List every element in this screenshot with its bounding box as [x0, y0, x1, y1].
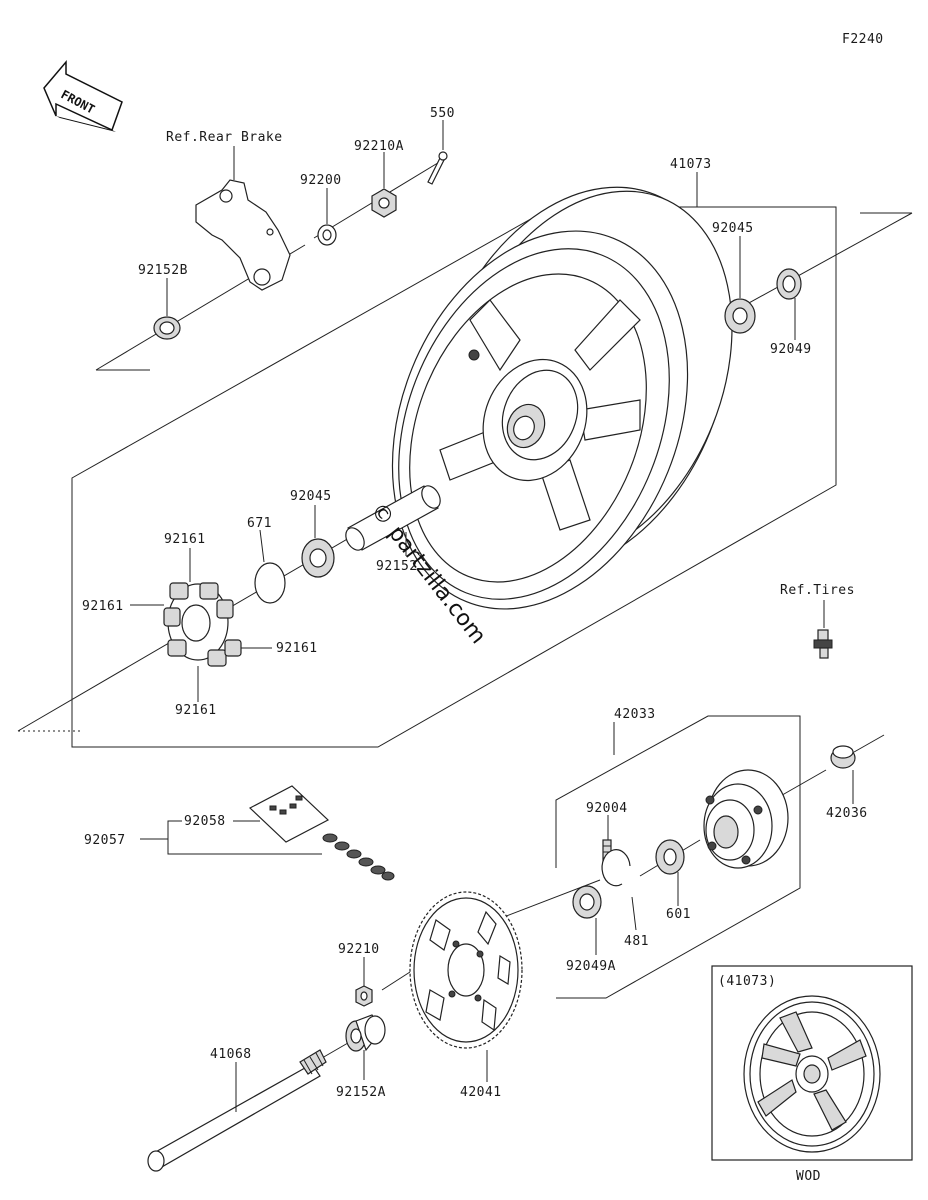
- upper-group-frame: [18, 206, 912, 748]
- label-92210a: 92210A: [354, 139, 404, 154]
- label-601: 601: [666, 907, 691, 922]
- rear-brake-bracket: [195, 179, 291, 291]
- label-92161-b: 92161: [82, 599, 124, 614]
- lower-group-frame: [555, 715, 801, 999]
- nut-92210: [355, 985, 373, 1007]
- collar-92152b: [153, 316, 181, 340]
- label-92045-mid: 92045: [290, 489, 332, 504]
- label-41068: 41068: [210, 1047, 252, 1062]
- cotter-pin-550: [427, 151, 448, 185]
- label-481: 481: [624, 934, 649, 949]
- nut-92210a: [371, 188, 397, 218]
- label-92049: 92049: [770, 342, 812, 357]
- inset-caption: WOD: [796, 1169, 821, 1184]
- label-92058: 92058: [184, 814, 226, 829]
- label-92049a: 92049A: [566, 959, 616, 974]
- dampers-92161: [163, 582, 242, 667]
- label-92045-top: 92045: [712, 221, 754, 236]
- rear-wheel-41073: [391, 186, 733, 610]
- tire-valve: [813, 629, 833, 659]
- o-ring-671: [254, 562, 286, 604]
- label-92200: 92200: [300, 173, 342, 188]
- label-ref-rear-brake: Ref.Rear Brake: [166, 130, 283, 145]
- label-550: 550: [430, 106, 455, 121]
- seal-92049: [776, 268, 802, 300]
- circlip-481: [601, 849, 631, 887]
- seal-92049a: [572, 885, 602, 919]
- front-arrow-icon: FRONT: [43, 59, 123, 132]
- axle-41068: [147, 1049, 327, 1172]
- label-42033: 42033: [614, 707, 656, 722]
- bearing-92045-mid: [301, 538, 335, 578]
- inset-wheel-wod: [711, 965, 913, 1161]
- label-92210: 92210: [338, 942, 380, 957]
- collar-42036: [830, 745, 856, 769]
- label-92152b: 92152B: [138, 263, 188, 278]
- drive-chain-92057: [248, 785, 395, 881]
- figure-code: F2240: [842, 32, 884, 47]
- label-42036: 42036: [826, 806, 868, 821]
- label-41073: 41073: [670, 157, 712, 172]
- label-92057: 92057: [84, 833, 126, 848]
- sprocket-42041: [409, 891, 523, 1049]
- sprocket-hub-42033: [703, 769, 789, 869]
- label-92152a: 92152A: [336, 1085, 386, 1100]
- collar-92152a: [345, 1014, 386, 1052]
- bearing-601: [655, 839, 685, 875]
- label-92161-c: 92161: [276, 641, 318, 656]
- label-ref-tires: Ref.Tires: [780, 583, 855, 598]
- label-92152: 92152: [376, 559, 418, 574]
- label-671: 671: [247, 516, 272, 531]
- washer-92200: [317, 224, 337, 246]
- label-92161-d: 92161: [175, 703, 217, 718]
- label-92004: 92004: [586, 801, 628, 816]
- collar-92152: [345, 485, 441, 551]
- inset-label: (41073): [718, 974, 776, 989]
- bearing-92045-top: [724, 298, 756, 334]
- label-42041: 42041: [460, 1085, 502, 1100]
- label-92161-a: 92161: [164, 532, 206, 547]
